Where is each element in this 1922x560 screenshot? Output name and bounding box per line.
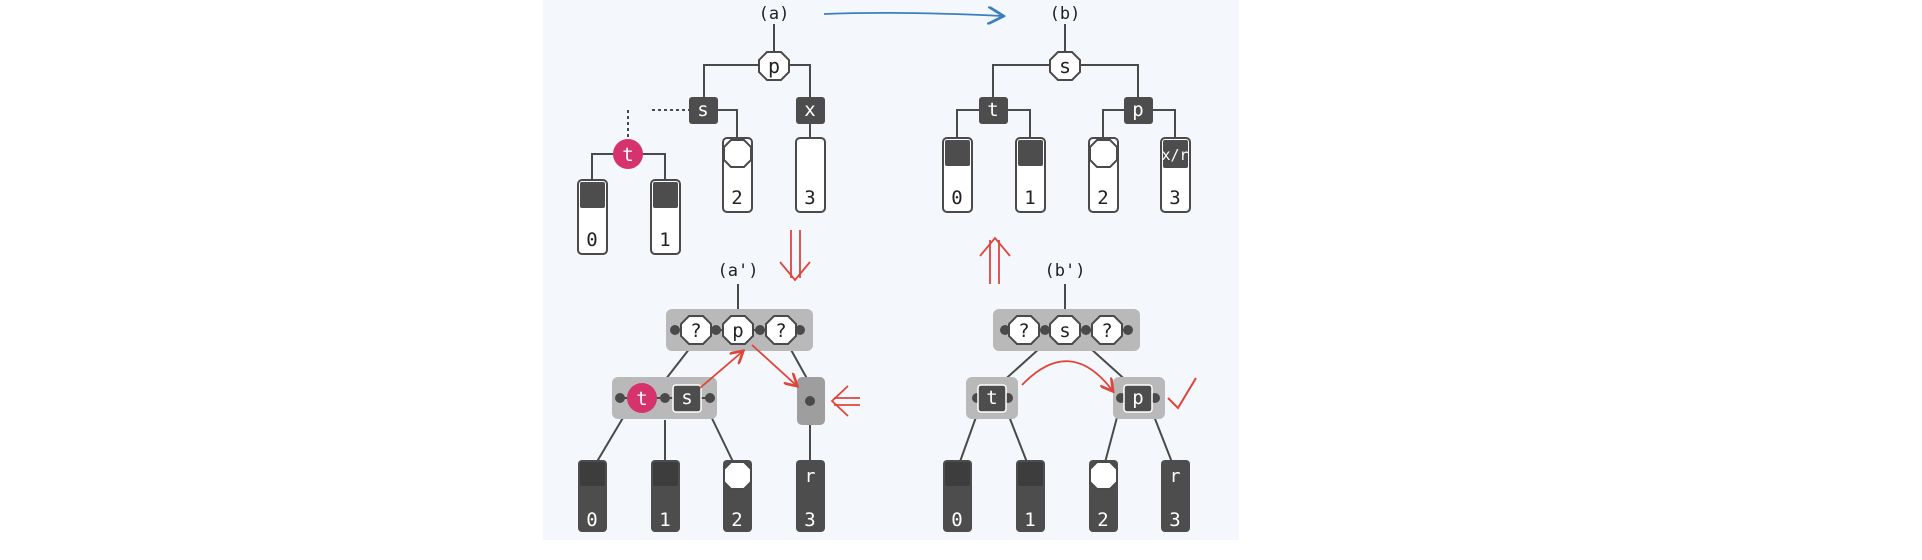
node-s: [672, 384, 702, 413]
node-question-label: ?: [690, 320, 701, 342]
leaf-1-label: 1: [1024, 187, 1035, 209]
node-p-octagon: [758, 51, 790, 81]
leaf-3-label: 3: [804, 509, 815, 531]
node-s-label: s: [1059, 54, 1071, 78]
node-question-octagon: [680, 315, 712, 345]
panel-b-prime-label: (b'): [1045, 261, 1086, 281]
leaf-3: [796, 460, 825, 532]
leaf-3-label: 3: [1169, 509, 1180, 531]
node-t-highlighted: [613, 139, 643, 169]
node-p-label: p: [1132, 387, 1143, 409]
transform-arrow-blue: [823, 13, 1002, 16]
node-t-label: t: [622, 144, 633, 166]
red-double-arrow-up: [979, 236, 1011, 284]
node-x-label: x: [804, 99, 815, 121]
node-s: [689, 97, 718, 124]
move-arrow-s-up: [699, 352, 742, 389]
leaf-0-label: 0: [586, 229, 597, 251]
panel-b-label: (b): [1050, 4, 1081, 24]
node-p: [1124, 97, 1153, 124]
node-question-octagon: [765, 315, 797, 345]
node-question-octagon: [1008, 315, 1040, 345]
node-p-octagon: [722, 315, 754, 345]
group-dots: [615, 325, 815, 406]
check-icon: [1167, 377, 1197, 410]
panel-b-leaves: 0 1 2 x/r 3: [942, 137, 1191, 213]
red-double-arrow-down: [779, 230, 811, 282]
panel-b: [956, 24, 1176, 140]
node-p-label: p: [1132, 99, 1143, 121]
node-xr-label: x/r: [1161, 146, 1188, 164]
node-s-octagon: [1049, 51, 1081, 81]
panel-a-prime-label: (a'): [718, 261, 759, 281]
leaf-3-label: 3: [804, 187, 815, 209]
leaf-2-label: 2: [731, 187, 742, 209]
panel-a-leaves: 0 1 2 3: [577, 137, 826, 255]
node-question-label: ?: [775, 320, 786, 342]
panel-a: [591, 24, 811, 180]
leaf-3: [795, 137, 826, 213]
node-s-octagon: [1049, 315, 1081, 345]
leaf-2-label: 2: [731, 509, 742, 531]
node-p: [1123, 384, 1153, 413]
panel-a-label: (a): [759, 4, 790, 24]
leaf-1-label: 1: [659, 229, 670, 251]
red-pointer-arrow: [830, 385, 860, 417]
leaf-1-label: 1: [659, 509, 670, 531]
node-t: [977, 384, 1007, 413]
node-s-label: s: [697, 99, 708, 121]
node-p-label: p: [732, 320, 743, 342]
node-r-label: r: [805, 466, 816, 487]
node-t-label: t: [987, 99, 998, 121]
leaf-2-label: 2: [1097, 509, 1108, 531]
panel-a-prime-leaves: 0 1 2 r 3: [578, 460, 825, 532]
node-r-label: r: [1170, 466, 1181, 487]
diagram-background: [543, 0, 1239, 540]
move-arrow-curved: [1021, 360, 1112, 390]
leaf-0-label: 0: [951, 509, 962, 531]
leaf-3: [1161, 460, 1190, 532]
node-question-label: ?: [1018, 320, 1029, 342]
leaf-0-label: 0: [586, 509, 597, 531]
node-t: [979, 97, 1008, 124]
node-p-label: p: [768, 54, 780, 78]
node-question-label: ?: [1101, 320, 1112, 342]
panel-b-prime-leaves: 0 1 2 r 3: [943, 460, 1190, 532]
node-question-octagon: [1091, 315, 1123, 345]
node-t-label: t: [636, 388, 647, 410]
leaf-3-label: 3: [1169, 187, 1180, 209]
leaf-1-label: 1: [1024, 509, 1035, 531]
node-t-label: t: [986, 387, 997, 409]
node-x: [796, 97, 825, 124]
node-s-label: s: [681, 387, 692, 409]
leaf-2-label: 2: [1097, 187, 1108, 209]
node-s-label: s: [1059, 320, 1070, 342]
node-t-highlighted: [627, 383, 657, 413]
move-arrow-p-down: [751, 344, 796, 385]
leaf-0-label: 0: [951, 187, 962, 209]
